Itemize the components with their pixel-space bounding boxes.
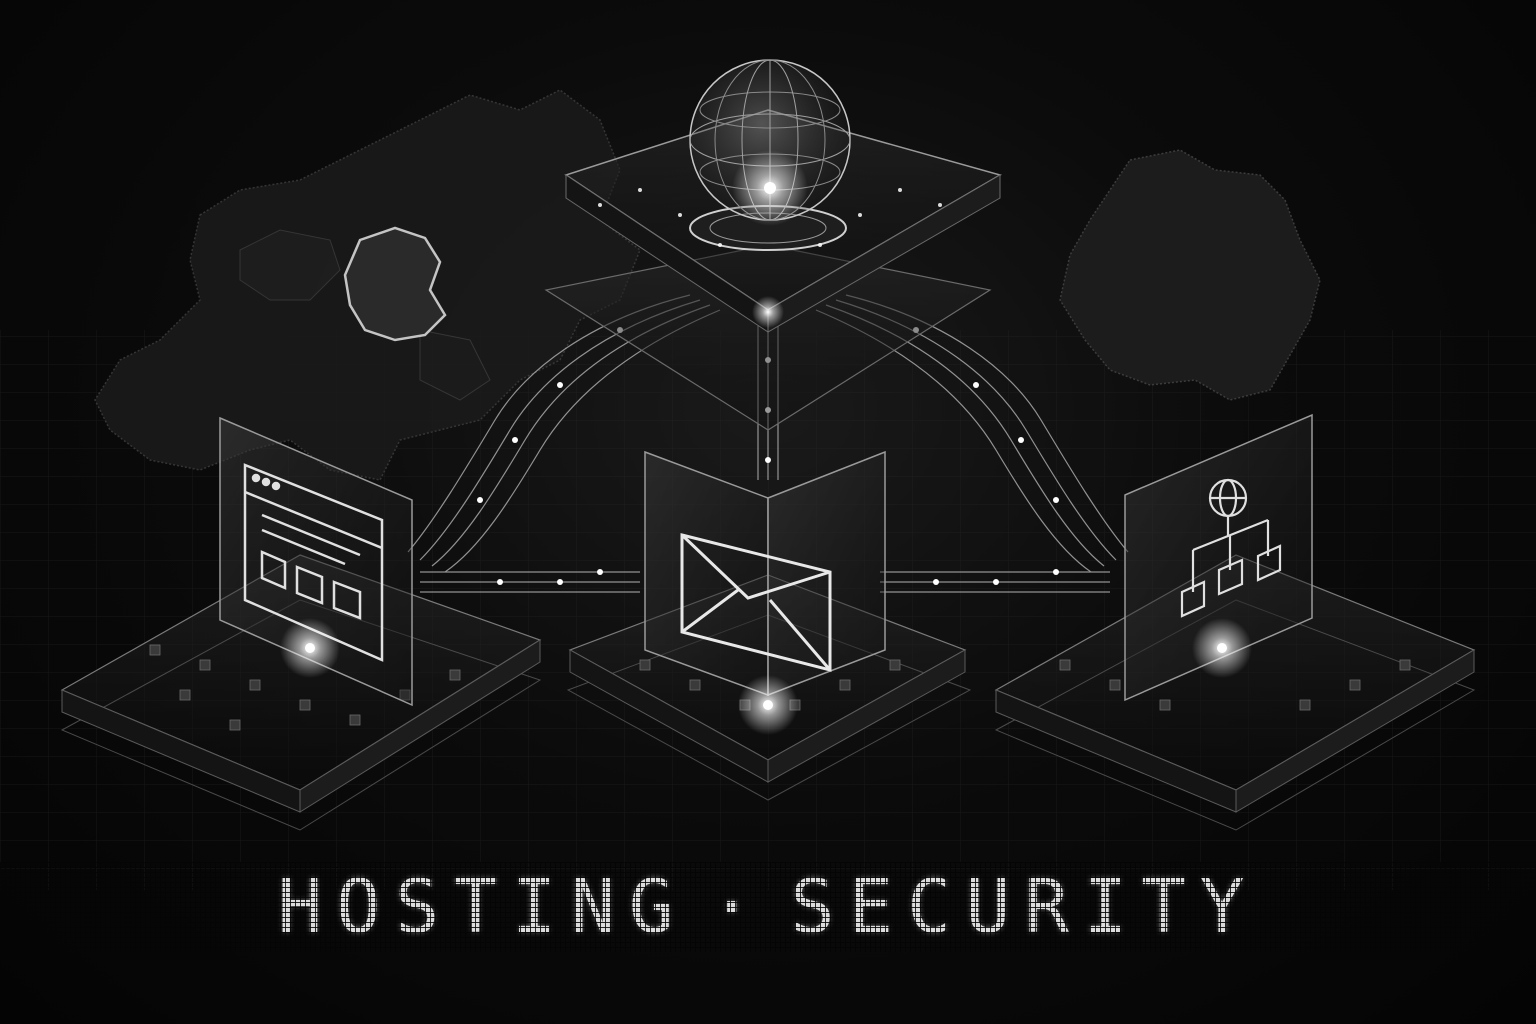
europe-map bbox=[94, 89, 641, 481]
network-globe-icon bbox=[1180, 478, 1282, 618]
germany-highlight bbox=[343, 226, 447, 342]
globe-icon bbox=[689, 59, 851, 221]
envelope-icon bbox=[680, 533, 832, 672]
top-node bbox=[544, 59, 1002, 431]
browser-window-icon bbox=[243, 463, 384, 662]
caption-security: SECURITY bbox=[790, 864, 1259, 950]
caption-separator: · bbox=[709, 864, 768, 950]
center-node bbox=[566, 450, 972, 801]
caption-hosting: HOSTING bbox=[277, 864, 688, 950]
germany-map bbox=[1059, 149, 1321, 401]
right-node bbox=[994, 413, 1476, 831]
hero-caption: HOSTING· SECURITY bbox=[0, 862, 1536, 952]
left-node bbox=[60, 416, 542, 831]
